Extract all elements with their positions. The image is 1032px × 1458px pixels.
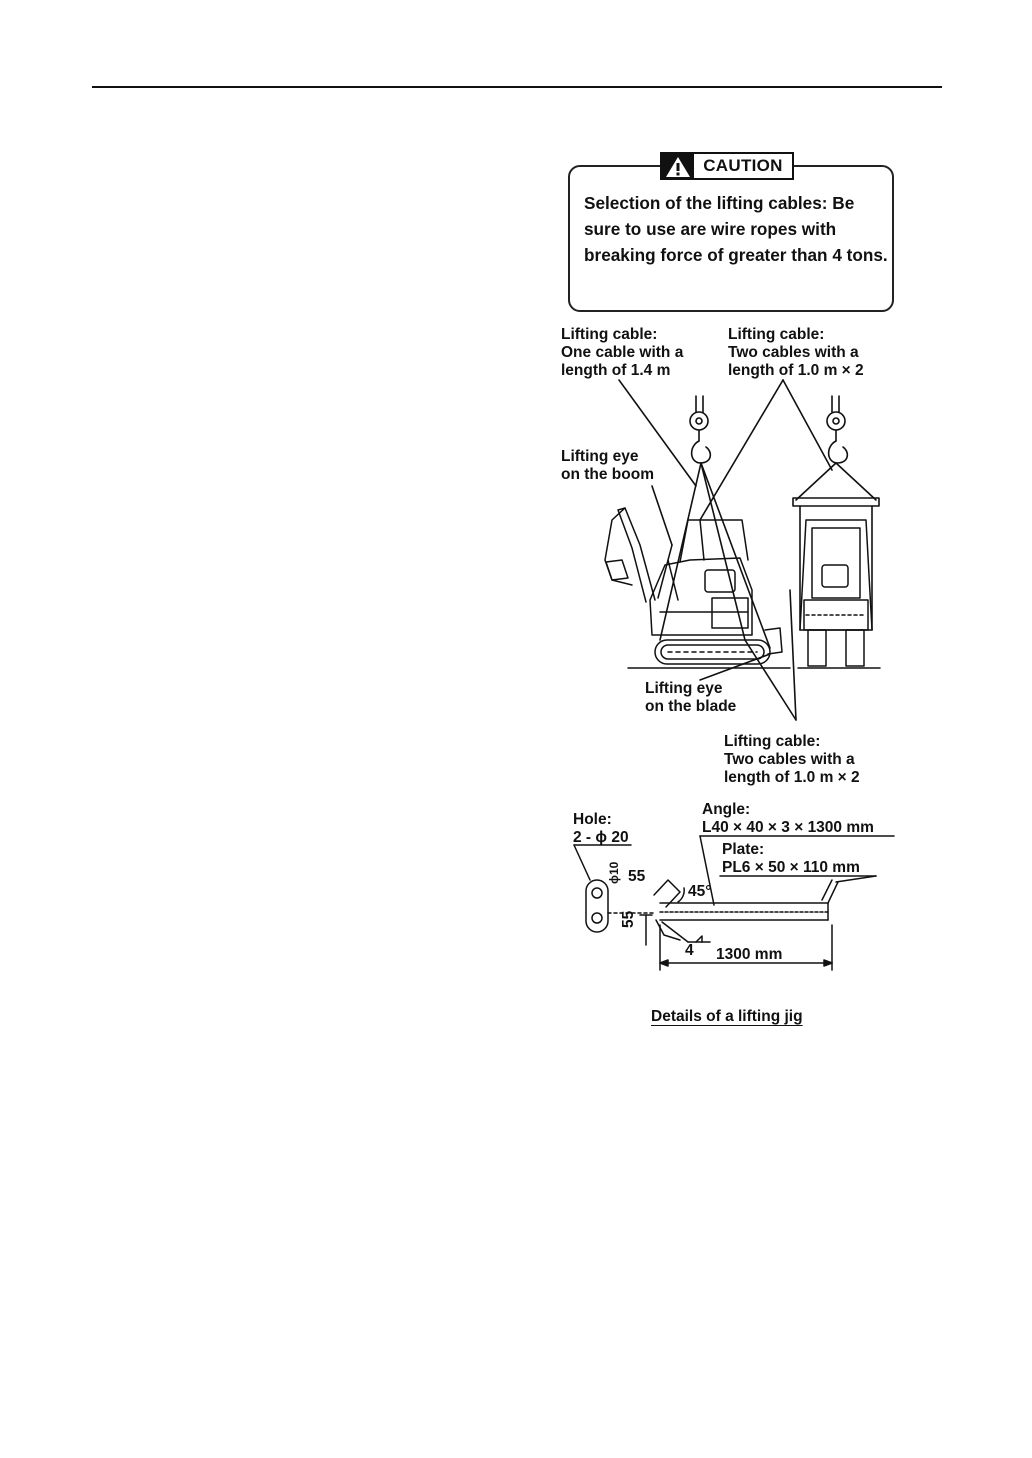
label-hole-line2: 2 - ϕ 20 [573,829,629,846]
dim-hole-10: ϕ10 [607,861,621,884]
label-eye-blade-line1: Lifting eye [645,680,723,697]
dim-55-top: 55 [628,868,646,885]
label-cable-two-line1: Lifting cable: [728,326,825,343]
warning-triangle-icon [662,154,694,178]
label-cable-one-line2: One cable with a [561,344,684,361]
label-cable-one-line3: length of 1.4 m [561,362,671,379]
dim-45-degrees: 45° [688,883,712,900]
label-eye-boom-line1: Lifting eye [561,448,639,465]
label-hole-line1: Hole: [573,811,612,828]
dim-1300: 1300 mm [716,946,783,963]
label-angle-line1: Angle: [702,801,751,818]
label-cable-lower-line3: length of 1.0 m × 2 [724,769,860,786]
label-cable-lower-line2: Two cables with a [724,751,855,768]
label-cable-two-line3: length of 1.0 m × 2 [728,362,864,379]
dim-55-side: 55 [620,910,637,928]
caution-text: Selection of the lifting cables: Be sure… [584,193,888,265]
caution-word: CAUTION [703,156,783,175]
header-rule [92,86,942,88]
label-cable-lower-line1: Lifting cable: [724,733,821,750]
label-eye-blade-line2: on the blade [645,698,737,715]
label-eye-boom-line2: on the boom [561,466,654,483]
figure-caption: Details of a lifting jig [651,1008,803,1025]
caution-box [568,165,894,312]
label-cable-one-line1: Lifting cable: [561,326,658,343]
label-plate-line1: Plate: [722,841,765,858]
label-cable-two-line2: Two cables with a [728,344,859,361]
label-angle-line2: L40 × 40 × 3 × 1300 mm [702,819,874,836]
caution-badge: CAUTION [660,152,794,180]
label-plate-line2: PL6 × 50 × 110 mm [722,859,860,876]
dim-weld-4: 4 [685,942,694,959]
